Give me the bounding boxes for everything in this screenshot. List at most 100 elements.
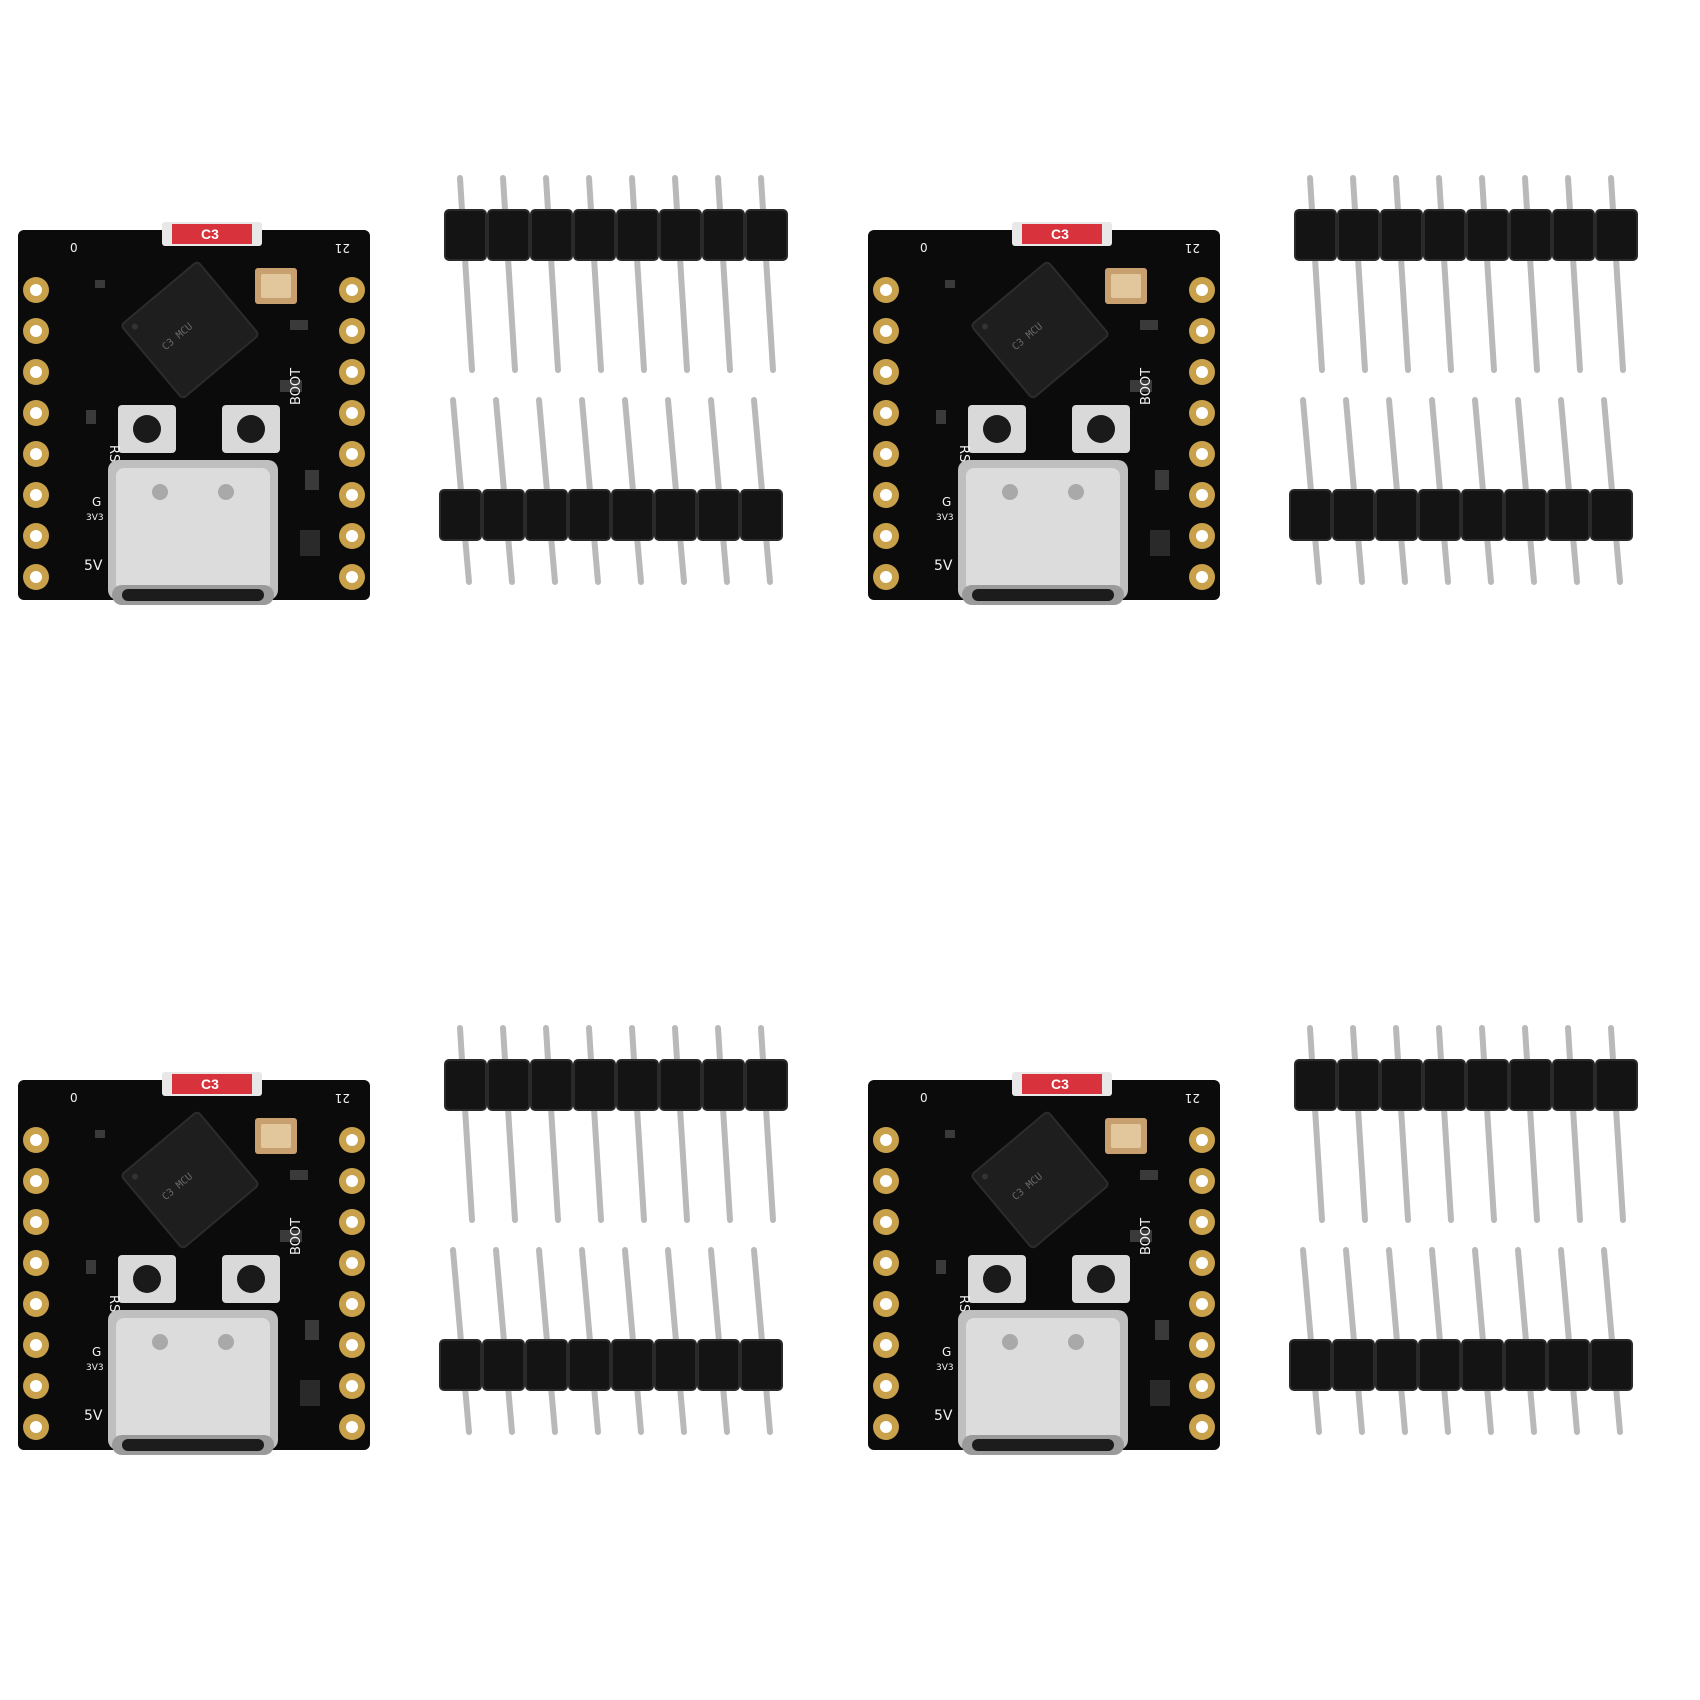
header-block <box>611 1339 654 1391</box>
rst-button[interactable] <box>968 1255 1026 1303</box>
left-pads <box>873 1127 899 1440</box>
pin-label-0: 0 <box>920 1091 928 1105</box>
header-pin <box>500 175 518 373</box>
crystal-oscillator <box>1105 1118 1147 1154</box>
header-block <box>1547 489 1590 541</box>
header-pin <box>500 1025 518 1223</box>
smd-components <box>86 280 320 556</box>
boot-button[interactable] <box>222 1255 280 1303</box>
header-block <box>444 209 487 261</box>
rst-button[interactable] <box>968 405 1026 453</box>
left-pads <box>23 277 49 590</box>
header-block <box>568 1339 611 1391</box>
header-pin <box>1307 1025 1325 1223</box>
header-block <box>697 489 740 541</box>
right-pads <box>339 1127 365 1440</box>
header-pin <box>715 175 733 373</box>
header-pin <box>1522 1025 1540 1223</box>
boot-button[interactable] <box>1072 405 1130 453</box>
header-pin <box>1565 175 1583 373</box>
header-pin <box>1608 175 1626 373</box>
kit-illustration: C3 0 21 C3 MCU <box>18 175 788 605</box>
header-block <box>1461 489 1504 541</box>
header-block <box>573 209 616 261</box>
kit-bottom-right: C3 0 21 C3 MCU <box>850 850 1700 1700</box>
header-strip-bottom <box>439 397 783 585</box>
boot-button[interactable] <box>222 405 280 453</box>
label-3v3: 3V3 <box>936 513 954 523</box>
header-block <box>487 1059 530 1111</box>
rst-button[interactable] <box>118 1255 176 1303</box>
header-block <box>702 209 745 261</box>
usb-c-port <box>958 460 1128 605</box>
header-block <box>1380 1059 1423 1111</box>
header-pin <box>672 1025 690 1223</box>
label-g: G <box>92 1345 101 1359</box>
label-g: G <box>942 495 951 509</box>
header-pin <box>586 1025 604 1223</box>
header-block <box>1418 489 1461 541</box>
pin-label-21: 21 <box>335 241 350 255</box>
main-chip: C3 MCU <box>121 261 259 399</box>
label-5v: 5V <box>934 558 953 574</box>
antenna: C3 <box>1012 222 1112 246</box>
header-strip-top <box>444 175 788 373</box>
dev-board: C3 0 21 C3 MCU <box>868 1072 1220 1455</box>
left-pads <box>873 277 899 590</box>
header-block <box>1375 489 1418 541</box>
header-strip-top <box>1294 1025 1638 1223</box>
header-block <box>1466 1059 1509 1111</box>
kit-illustration: C3 0 21 C3 MCU <box>18 1025 788 1455</box>
header-pin <box>1479 1025 1497 1223</box>
usb-c-port <box>958 1310 1128 1455</box>
rst-button[interactable] <box>118 405 176 453</box>
header-pin <box>1393 175 1411 373</box>
header-block <box>1547 1339 1590 1391</box>
kit-illustration: C3 0 21 C3 MCU <box>868 175 1638 605</box>
header-block <box>616 1059 659 1111</box>
right-pads <box>339 277 365 590</box>
header-pin <box>1608 1025 1626 1223</box>
header-block <box>702 1059 745 1111</box>
header-pin <box>543 1025 561 1223</box>
header-block <box>1337 1059 1380 1111</box>
pin-label-21: 21 <box>335 1091 350 1105</box>
right-pads <box>1189 1127 1215 1440</box>
header-block <box>654 489 697 541</box>
header-block <box>1380 209 1423 261</box>
header-block <box>1289 489 1332 541</box>
header-block <box>1595 209 1638 261</box>
main-chip: C3 MCU <box>971 261 1109 399</box>
pcb-body <box>18 230 370 600</box>
antenna: C3 <box>162 1072 262 1096</box>
header-pin <box>1565 1025 1583 1223</box>
header-strip-top <box>1294 175 1638 373</box>
antenna-label: C3 <box>1051 226 1069 242</box>
label-3v3: 3V3 <box>936 1363 954 1373</box>
header-pin <box>1479 175 1497 373</box>
antenna-label: C3 <box>201 226 219 242</box>
header-block <box>1595 1059 1638 1111</box>
header-block <box>482 489 525 541</box>
smd-components <box>936 1130 1170 1406</box>
header-strip-bottom <box>1289 1247 1633 1435</box>
header-block <box>1294 1059 1337 1111</box>
header-pin <box>715 1025 733 1223</box>
label-boot: BOOT <box>1139 1218 1154 1255</box>
header-pin <box>758 1025 776 1223</box>
kit-top-right: C3 0 21 C3 MCU <box>850 0 1700 850</box>
header-strip-bottom <box>439 1247 783 1435</box>
pcb-body <box>868 230 1220 600</box>
dev-board: C3 0 21 C3 MCU <box>18 222 370 605</box>
header-pin <box>457 175 475 373</box>
header-block <box>1504 1339 1547 1391</box>
antenna-label: C3 <box>1051 1076 1069 1092</box>
header-block <box>1552 1059 1595 1111</box>
smd-components <box>86 1130 320 1406</box>
header-block <box>654 1339 697 1391</box>
header-block <box>530 1059 573 1111</box>
boot-button[interactable] <box>1072 1255 1130 1303</box>
left-pads <box>23 1127 49 1440</box>
header-block <box>439 1339 482 1391</box>
main-chip: C3 MCU <box>121 1111 259 1249</box>
